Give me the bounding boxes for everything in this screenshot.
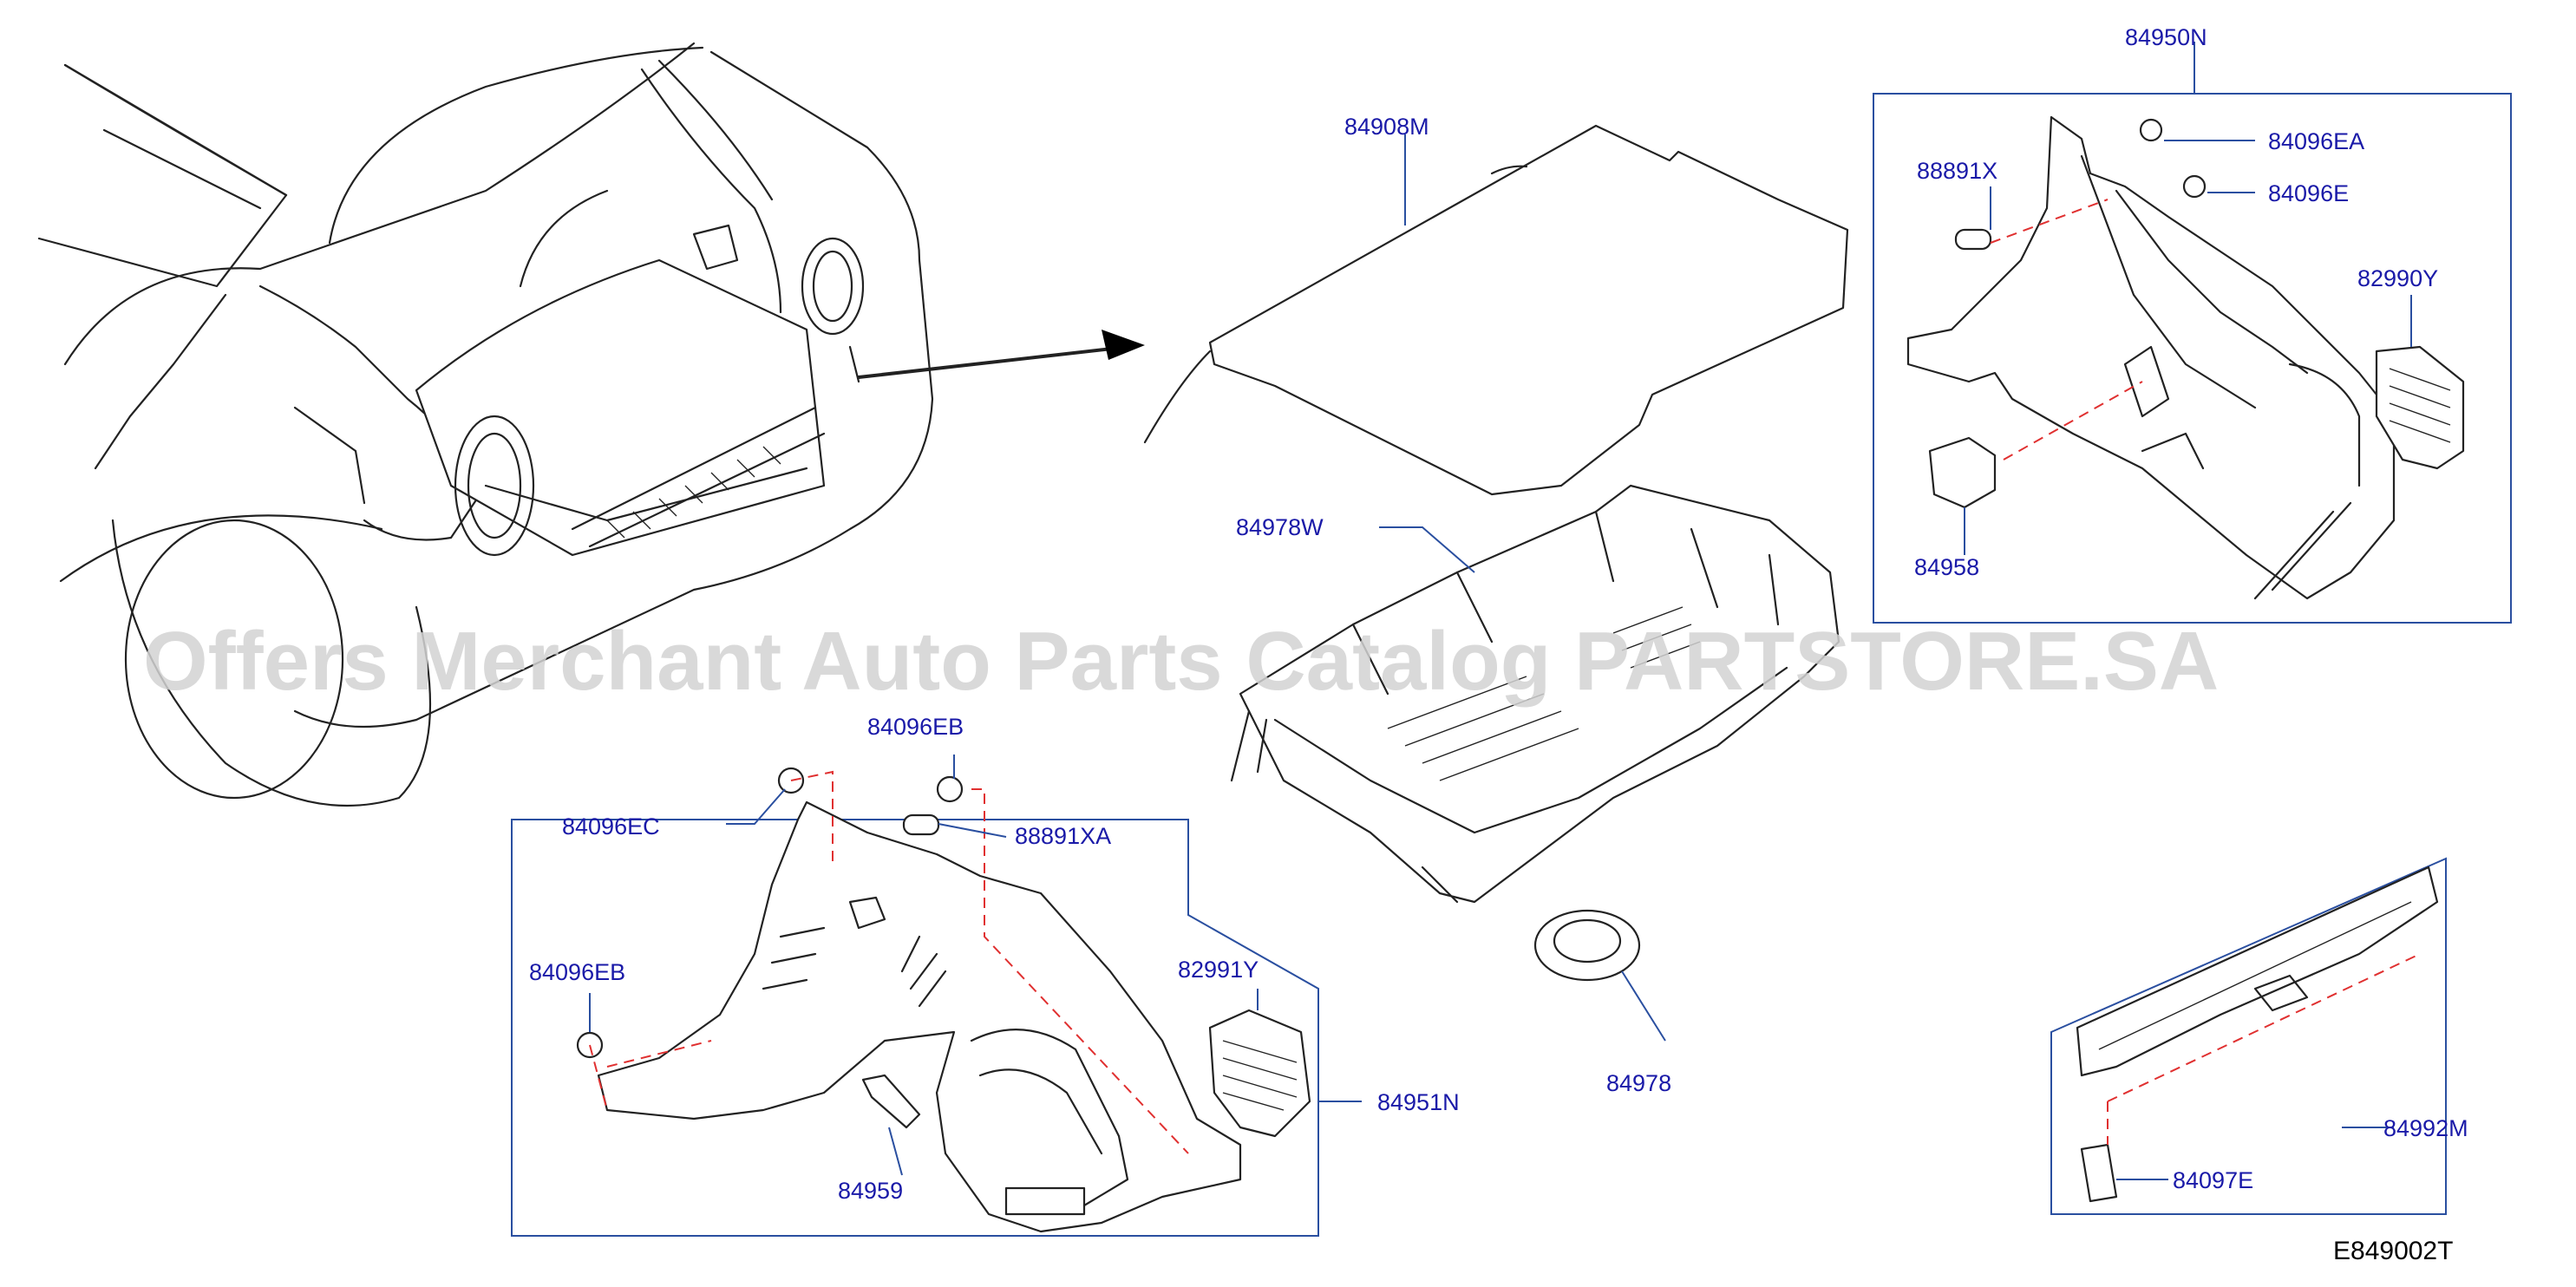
box-84950N [1873, 93, 2512, 624]
box-84992M [2050, 857, 2447, 1215]
clip-84096EB-top [936, 775, 964, 803]
cap-84958 [1928, 436, 1997, 509]
label-84950N[interactable]: 84950N [2125, 24, 2207, 50]
tire-well-tray-84978W [1230, 484, 1840, 904]
diagram-code: E849002T [2333, 1237, 2453, 1265]
label-88891XA[interactable]: 88891XA [1015, 823, 1111, 849]
label-84978W[interactable]: 84978W [1236, 514, 1324, 540]
clip-84096E [2182, 174, 2207, 199]
label-82990Y[interactable]: 82990Y [2357, 265, 2438, 291]
clip-88891XA [902, 813, 940, 836]
floor-board-84908M [1143, 124, 1849, 496]
watermark: Offers Merchant Auto Parts Catalog PARTS… [143, 615, 2219, 708]
vehicle-rear-illustration [37, 42, 1145, 807]
kick-plate-84992M [2076, 866, 2439, 1077]
box-84951N [511, 819, 1319, 1237]
label-84097E[interactable]: 84097E [2173, 1167, 2253, 1193]
label-84096E[interactable]: 84096E [2268, 180, 2349, 206]
label-84096EC[interactable]: 84096EC [562, 813, 660, 839]
bracket-84959 [861, 1074, 921, 1129]
label-84096EA[interactable]: 84096EA [2268, 128, 2364, 154]
right-trim-84951N [597, 800, 1242, 1233]
vent-82991Y [1208, 1009, 1311, 1138]
label-84096EB-top[interactable]: 84096EB [867, 714, 964, 740]
label-84978[interactable]: 84978 [1606, 1070, 1671, 1096]
grommet-84978 [1533, 909, 1641, 982]
clip-88891X [1954, 228, 1992, 251]
leader-lines [589, 42, 2412, 1180]
label-84951N[interactable]: 84951N [1377, 1089, 1460, 1115]
label-84096EB-left[interactable]: 84096EB [529, 959, 625, 985]
clip-84096EA [2139, 118, 2163, 142]
label-82991Y[interactable]: 82991Y [1178, 957, 1259, 983]
vent-82990Y [2375, 345, 2465, 470]
label-84959[interactable]: 84959 [838, 1178, 903, 1204]
left-trim-84950N [1906, 115, 2396, 600]
label-84908M[interactable]: 84908M [1344, 114, 1429, 140]
label-84958[interactable]: 84958 [1914, 554, 1979, 580]
label-88891X[interactable]: 88891X [1917, 158, 1997, 184]
label-84992M[interactable]: 84992M [2383, 1115, 2468, 1141]
clip-84097E [2080, 1143, 2118, 1203]
